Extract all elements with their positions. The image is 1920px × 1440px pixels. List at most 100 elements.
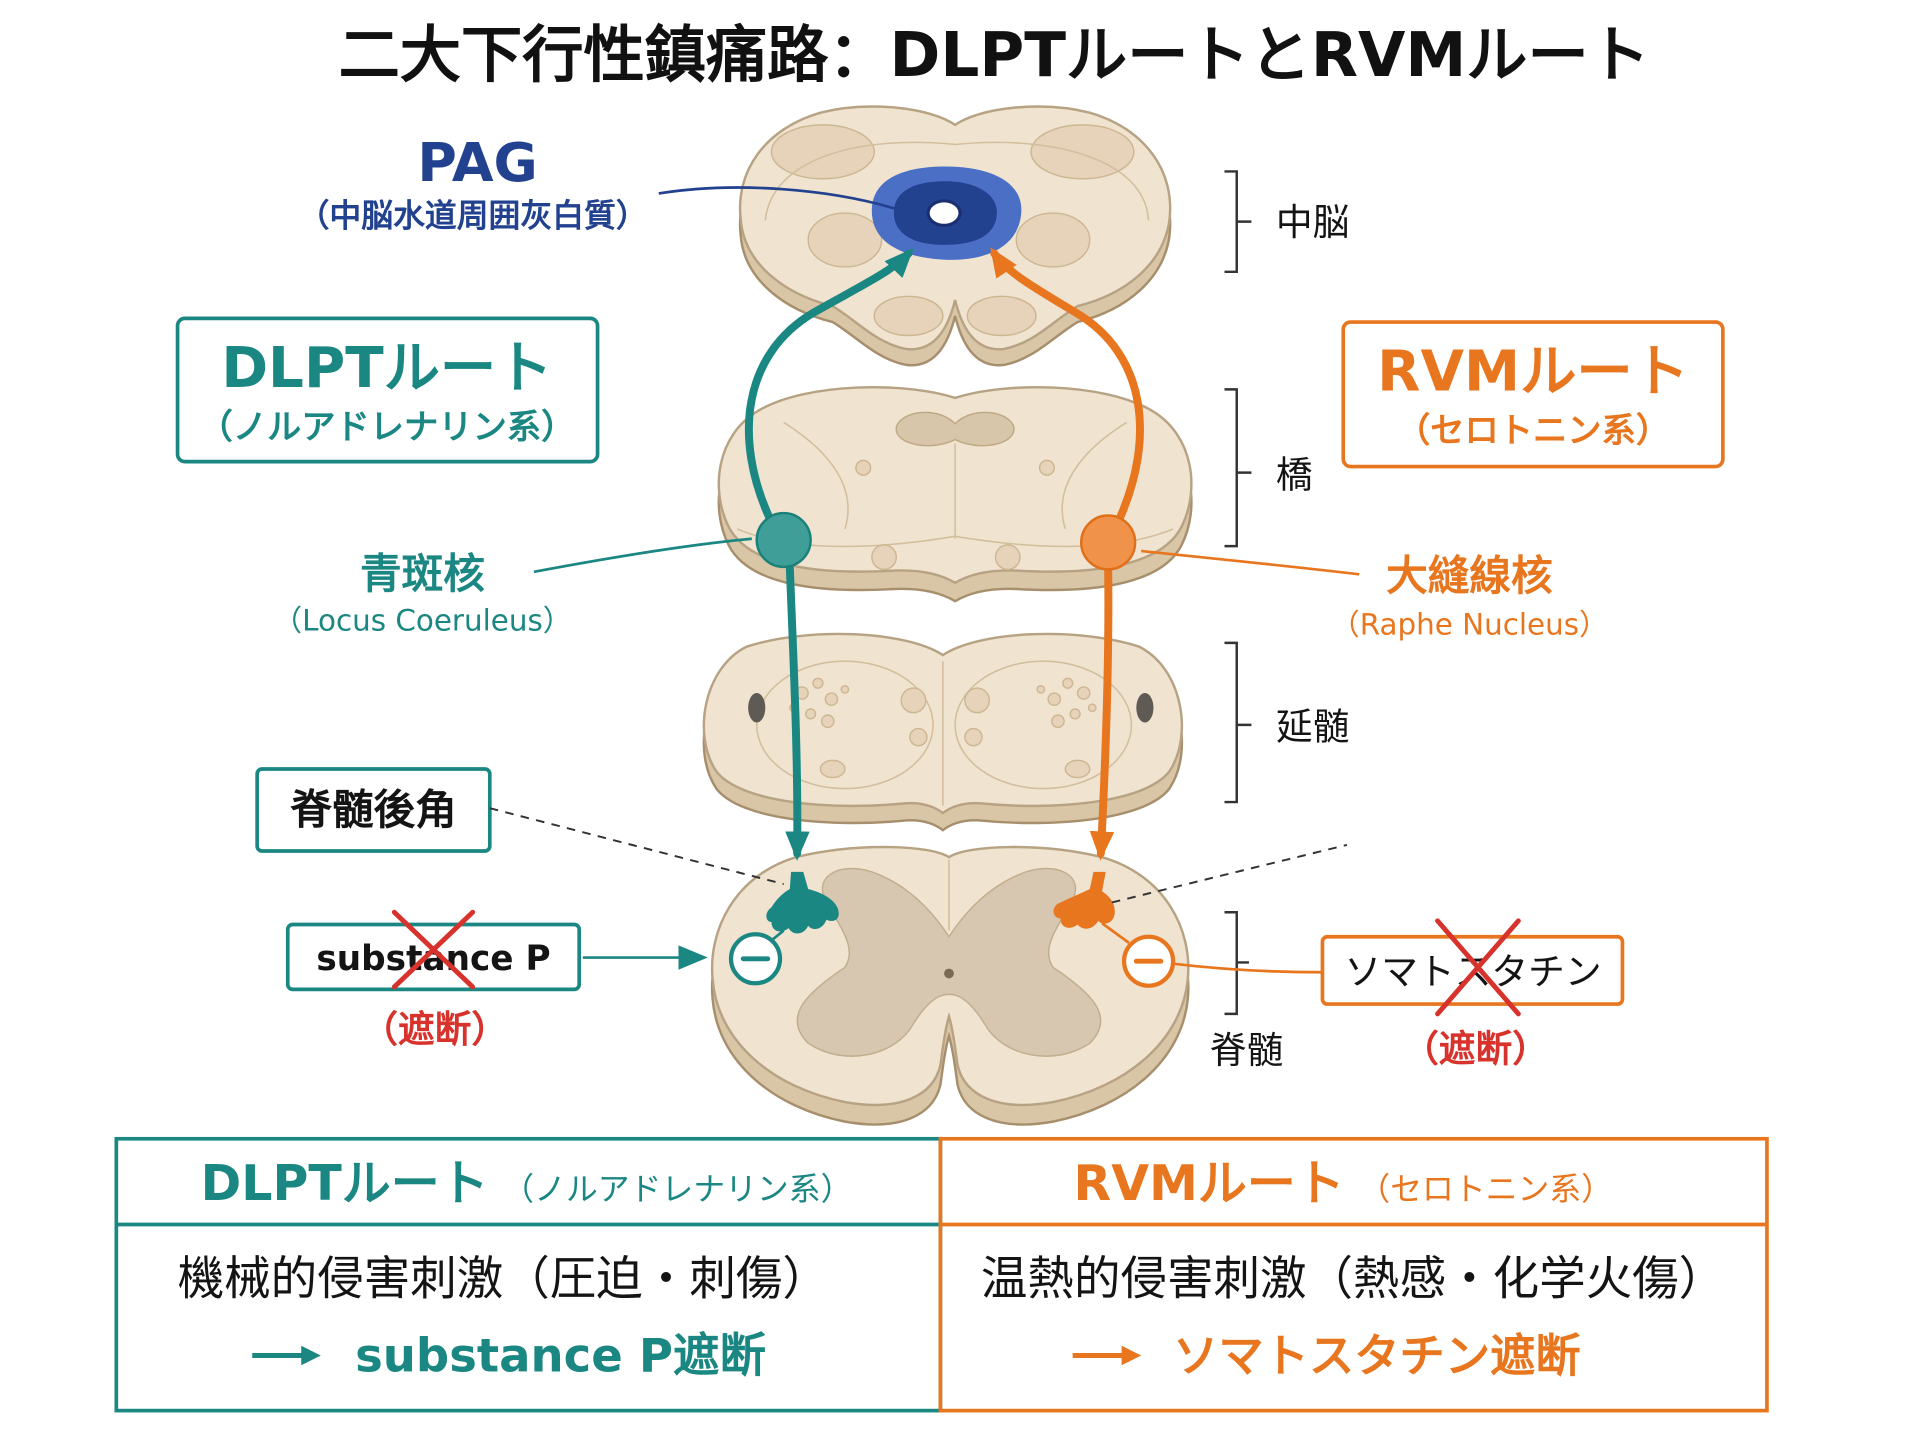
pons-left-tract <box>783 421 849 530</box>
rvm-route-subtitle: （セロトニン系） <box>1396 411 1670 451</box>
table-rvm-title: RVMルート <box>1074 1155 1345 1212</box>
locus-coeruleus-leader-line <box>533 537 752 574</box>
speckle <box>812 677 824 689</box>
table-dlpt-stimulus: 機械的侵害刺激（圧迫・刺傷） <box>178 1251 829 1305</box>
medulla-left-olive <box>819 759 846 779</box>
red-x-stroke-2 <box>391 909 476 990</box>
rvm-descending-arrow <box>1089 565 1115 861</box>
medulla-label: 延髄 <box>1276 706 1349 749</box>
dlpt-pathway <box>744 248 914 942</box>
speckle <box>1087 703 1097 713</box>
speckle <box>1076 686 1091 700</box>
raphe-nucleus-node <box>1080 514 1137 571</box>
dlpt-route-box: DLPTルート （ノルアドレナリン系） <box>175 316 600 464</box>
substance-p-box <box>285 922 582 992</box>
dorsal-horn-left-pointer <box>489 807 784 886</box>
speckle <box>840 684 850 694</box>
table-dlpt-title: DLPTルート <box>201 1155 489 1212</box>
right-midbrain-nucleus <box>1015 212 1091 268</box>
orange-result-arrow-head <box>1121 1345 1142 1366</box>
table-rvm-subtitle: （セロトニン系） <box>1358 1170 1613 1208</box>
rvm-terminal-connector <box>1101 922 1130 944</box>
pag-label-group: PAG （中脳水道周囲灰白質） <box>298 131 902 235</box>
midbrain-inner-contour <box>764 141 1150 221</box>
dlpt-synaptic-terminal <box>766 871 839 934</box>
dlpt-route-box-frame <box>175 316 600 464</box>
red-x-icon <box>1435 918 1521 1017</box>
left-cerebral-peduncle <box>873 295 944 337</box>
spinal-cord-bracket <box>1224 911 1249 1016</box>
teal-result-arrow-head <box>301 1345 321 1366</box>
locus-coeruleus-label-group: 青斑核 （Locus Coeruleus） <box>273 537 752 638</box>
left-superior-colliculus <box>770 124 876 180</box>
medulla-right-inner-nucleus <box>964 687 991 714</box>
table-dlpt-subtitle: （ノルアドレナリン系） <box>502 1170 852 1208</box>
pons-right-small-nucleus <box>1038 459 1056 476</box>
pag-full-name: （中脳水道周囲灰白質） <box>298 197 648 235</box>
dorsal-horn-box <box>255 767 492 853</box>
midbrain-bracket <box>1224 170 1252 274</box>
table-dlpt-column <box>114 1136 943 1413</box>
pons-left-small-nucleus <box>855 459 872 476</box>
speckle <box>1047 692 1062 707</box>
fourth-ventricle <box>895 411 1015 447</box>
rvm-pathway <box>990 247 1144 944</box>
cerebral-aqueduct <box>926 199 962 227</box>
minus-circle-icon <box>728 932 783 986</box>
substance-p-blocked-label: （遮断） <box>361 1008 508 1051</box>
rvm-route-title: RVMルート <box>1377 340 1689 405</box>
speckle <box>824 692 839 707</box>
pons-bracket <box>1224 388 1252 548</box>
pons-section <box>717 386 1193 603</box>
medulla-left-speckles <box>789 677 850 729</box>
locus-coeruleus-label: 青斑核 <box>360 549 485 598</box>
summary-table: DLPTルート （ノルアドレナリン系） RVMルート （セロトニン系） 機械的侵… <box>114 1136 1769 1413</box>
somatostatin-block: ソマトスタチン （遮断） <box>1121 918 1625 1071</box>
pons-right-lower-nucleus <box>994 544 1021 571</box>
rvm-synaptic-terminal <box>1053 871 1115 929</box>
pag-label: PAG <box>417 131 537 194</box>
speckle <box>1069 708 1081 720</box>
dorsal-horn-label: 脊髄後角 <box>290 785 457 834</box>
level-brackets: 中脳 橋 延髄 脊髄 <box>1210 170 1349 1072</box>
dlpt-descending-arrow <box>785 562 810 861</box>
table-rvm-stimulus: 温熱的侵害刺激（熱感・化学火傷） <box>981 1251 1725 1305</box>
medulla-right-speckles <box>1036 677 1097 729</box>
medulla-left-inner-nucleus <box>900 687 927 714</box>
table-rvm-header: RVMルート （セロトニン系） <box>1074 1155 1613 1212</box>
medulla-section <box>702 632 1183 832</box>
raphe-nucleus-label: 大縫線核 <box>1386 551 1553 600</box>
dlpt-route-title: DLPTルート <box>221 336 552 401</box>
pag-leader-line <box>658 186 902 212</box>
substance-p-label: substance P <box>316 939 550 979</box>
medulla-left-dark-nucleus <box>748 693 766 723</box>
medulla-right-contour <box>954 660 1133 790</box>
pons-right-tract <box>1061 421 1127 530</box>
substance-p-block: substance P （遮断） <box>285 909 783 1051</box>
right-arrow-icon <box>1072 1345 1142 1366</box>
spinal-cord-label: 脊髄 <box>1210 1029 1283 1072</box>
speckle <box>1051 714 1065 729</box>
right-arrow-icon <box>252 1345 321 1366</box>
locus-coeruleus-nucleus <box>755 511 812 569</box>
dlpt-terminal-connector <box>770 929 785 942</box>
raphe-nucleus-latin: （Raphe Nucleus） <box>1330 607 1608 641</box>
left-midbrain-nucleus <box>807 212 883 268</box>
locus-coeruleus-latin: （Locus Coeruleus） <box>273 604 572 638</box>
somatostatin-blocked-label: （遮断） <box>1402 1028 1549 1071</box>
pons-label: 橋 <box>1276 453 1313 496</box>
medulla-right-dark-nucleus <box>1136 693 1154 723</box>
dorsal-horn-right-pointer <box>1111 843 1348 904</box>
pons-left-lower-nucleus <box>871 544 898 571</box>
red-x-icon <box>391 909 476 990</box>
somatostatin-connector <box>1172 962 1323 974</box>
raphe-nucleus-leader-line <box>1141 549 1360 576</box>
medulla-left-lower-nucleus <box>909 727 928 747</box>
medulla-right-lower-nucleus <box>964 727 983 747</box>
medulla-bracket <box>1224 641 1252 804</box>
speckle <box>1036 684 1046 694</box>
rvm-ascending-arrow <box>990 247 1144 521</box>
dlpt-ascending-arrow <box>744 248 914 521</box>
midbrain-label: 中脳 <box>1276 201 1349 244</box>
